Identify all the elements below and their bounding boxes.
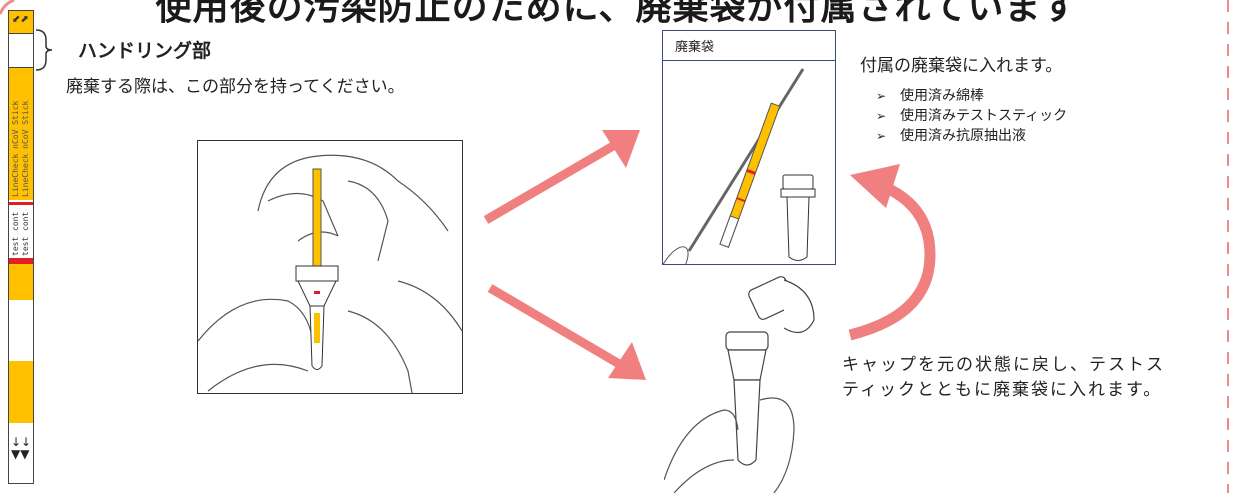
dashed-border: [1227, 0, 1229, 493]
arrow-icon: ⬋⬈: [12, 14, 29, 25]
test-line: [9, 258, 33, 264]
info-list: 使用済み綿棒 使用済みテストスティック 使用済み抗原抽出液: [876, 86, 1067, 146]
list-item: 使用済み抗原抽出液: [876, 126, 1067, 146]
strip-cont-label: cont: [11, 211, 20, 231]
strip-cont-label: cont: [21, 211, 30, 231]
strip-test-label: test: [11, 236, 20, 256]
list-item: 使用済みテストスティック: [876, 106, 1067, 126]
handling-title: ハンドリング部: [78, 40, 212, 62]
curved-arrow: [848, 164, 936, 341]
control-line: [9, 202, 33, 205]
info-title: 付属の廃棄袋に入れます。: [860, 56, 1063, 76]
list-item: 使用済み綿棒: [876, 86, 1067, 106]
cap-instruction-line: キャップを元の状態に戻し、テストス: [842, 355, 1165, 375]
arrow-to-bag: [483, 130, 640, 224]
down-arrows-icon: ↓↓▼▼: [11, 435, 32, 461]
strip-test-label: test: [21, 236, 30, 256]
strip-brand-text: LineCheck nCoV Stick: [11, 100, 20, 197]
illustration-cap-tube: [664, 276, 815, 493]
corner-accent: [0, 0, 15, 15]
strip-brand-text: LineCheck nCoV Stick: [21, 100, 30, 197]
page-title: 使用後の汚染防止のために、廃棄袋が付属されています: [155, 0, 1079, 28]
bag-label: 廃棄袋: [675, 40, 715, 55]
handling-description: 廃棄する際は、この部分を持ってください。: [66, 77, 405, 97]
disposal-bag: [662, 30, 836, 265]
test-strip: ⬋⬈ LineCheck nCoV Stick LineCheck nCoV S…: [8, 10, 34, 484]
cap-instruction-line: ティックとともに廃棄袋に入れます。: [842, 380, 1163, 400]
arrow-to-tube: [487, 284, 646, 380]
cap-instruction: キャップを元の状態に戻し、テストス ティックとともに廃棄袋に入れます。: [842, 353, 1214, 403]
bracket: [36, 29, 53, 71]
illustration-hand-strip: [197, 140, 463, 394]
